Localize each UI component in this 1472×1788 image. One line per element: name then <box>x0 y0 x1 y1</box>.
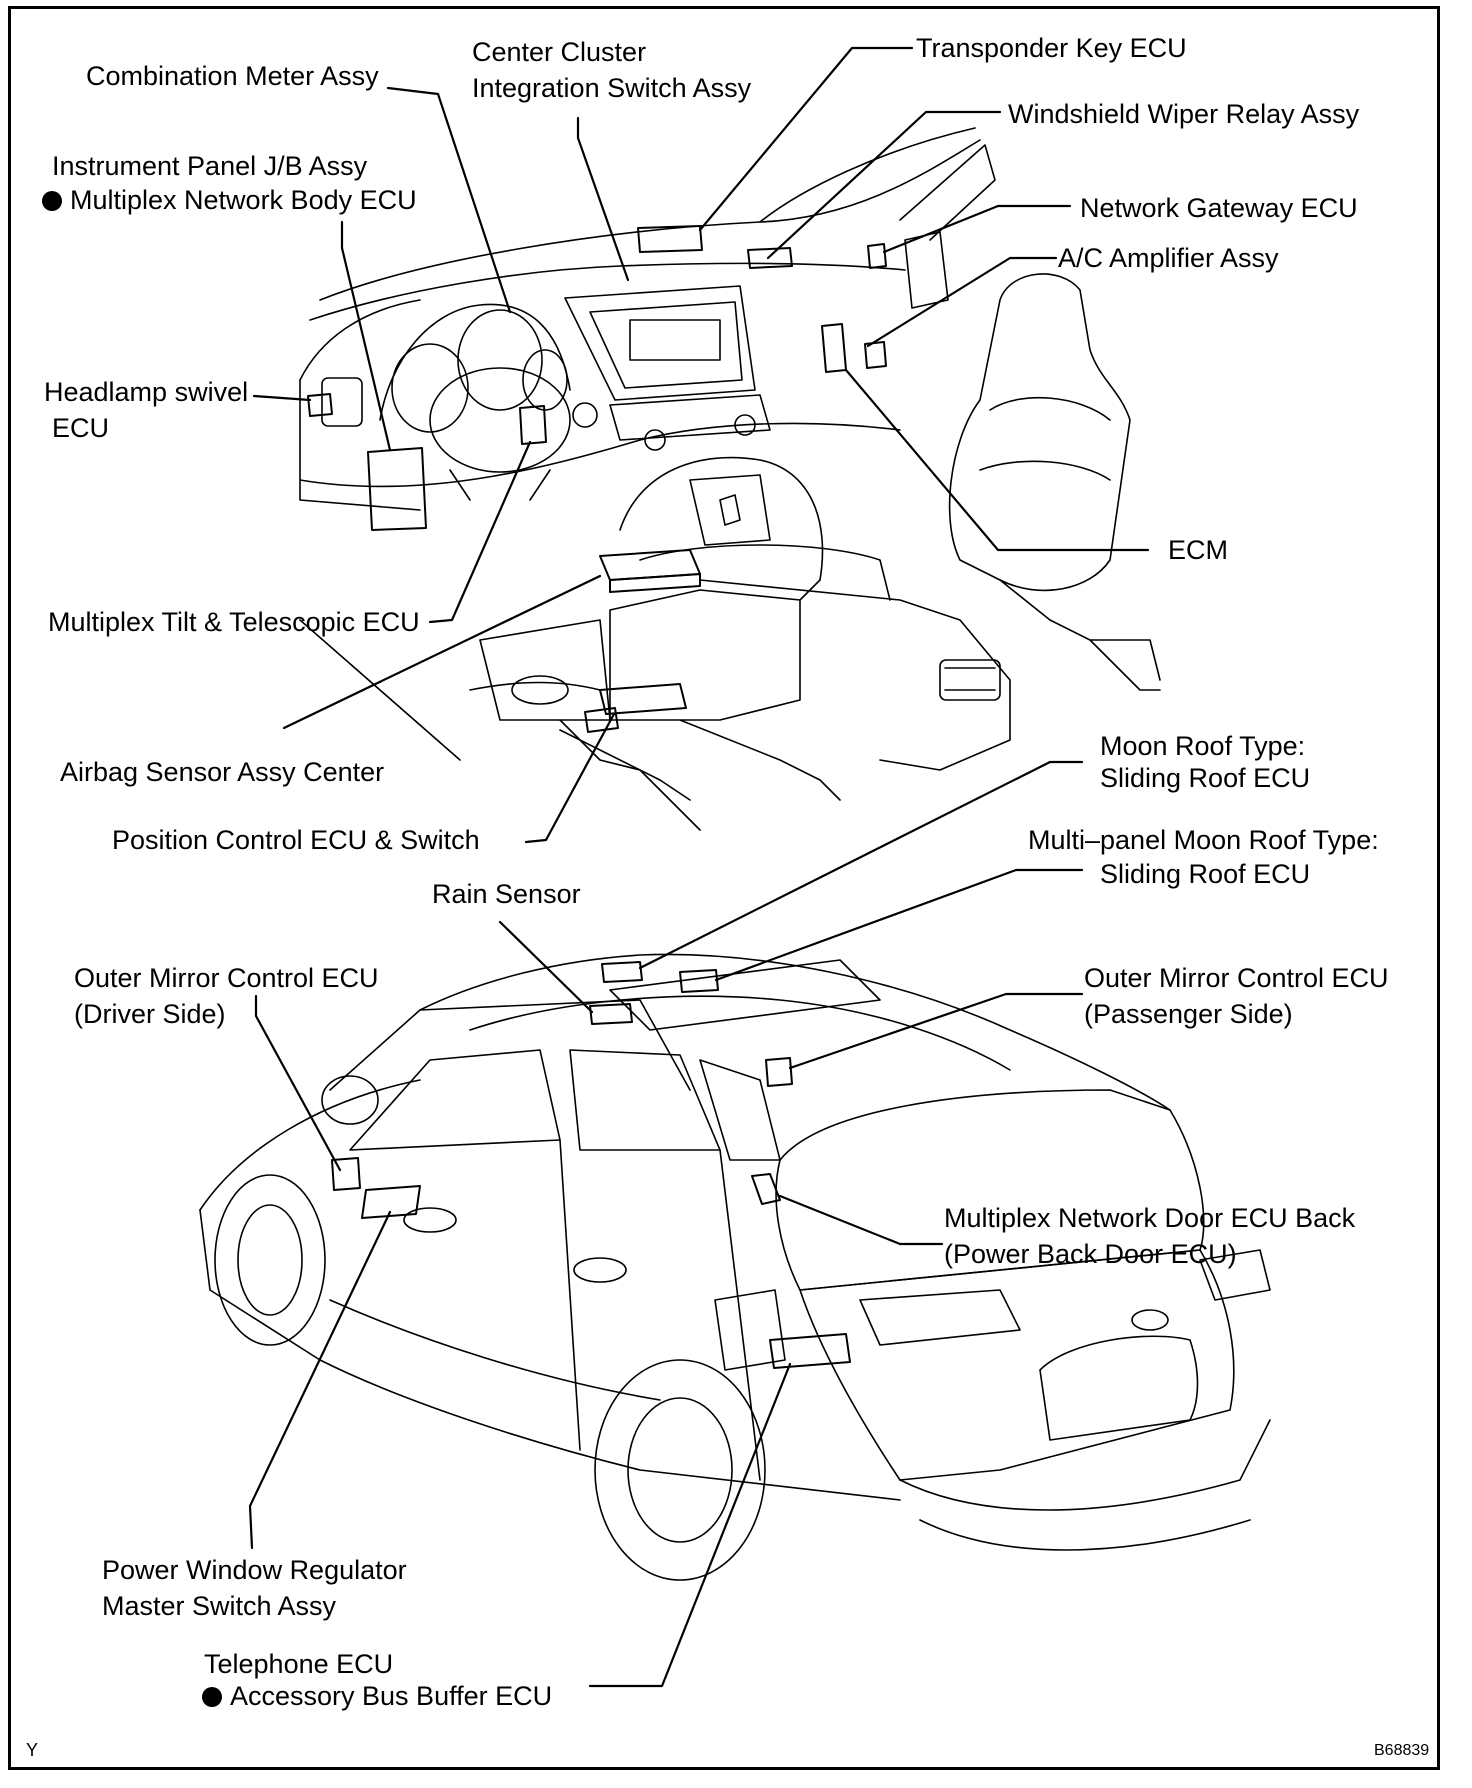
label-multiplex-network-body: Multiplex Network Body ECU <box>42 182 417 218</box>
figure-code: B68839 <box>1374 1742 1430 1759</box>
corner-marker: Y <box>26 1740 39 1760</box>
label-outer-mirror-passenger-side: (Passenger Side) <box>1084 999 1293 1029</box>
label-outer-mirror-driver: Outer Mirror Control ECU <box>74 963 379 993</box>
label-ecm: ECM <box>1168 535 1228 565</box>
label-integration-switch: Integration Switch Assy <box>472 73 752 103</box>
label-combination-meter: Combination Meter Assy <box>86 61 379 91</box>
label-instrument-panel-jb: Instrument Panel J/B Assy <box>52 151 368 181</box>
interior-drawing <box>299 127 1161 831</box>
label-moon-roof-type: Moon Roof Type: <box>1100 731 1306 761</box>
component-boxes <box>307 225 887 1369</box>
label-outer-mirror-passenger: Outer Mirror Control ECU <box>1084 963 1389 993</box>
label-ac-amplifier: A/C Amplifier Assy <box>1058 243 1279 273</box>
label-multipanel-sliding: Sliding Roof ECU <box>1100 859 1311 889</box>
leader-lines <box>248 46 1150 1688</box>
label-rain-sensor: Rain Sensor <box>432 879 581 909</box>
label-power-window-regulator: Power Window Regulator <box>102 1555 407 1585</box>
label-position-control: Position Control ECU & Switch <box>112 825 480 855</box>
label-accessory-bus-buffer-text: Accessory Bus Buffer ECU <box>230 1681 553 1711</box>
label-tilt-telescopic: Multiplex Tilt & Telescopic ECU <box>48 607 420 637</box>
label-accessory-bus-buffer: Accessory Bus Buffer ECU <box>202 1678 552 1714</box>
label-moon-roof-sliding: Sliding Roof ECU <box>1100 763 1311 793</box>
label-telephone-ecu: Telephone ECU <box>204 1649 394 1679</box>
label-headlamp-swivel-ecu: ECU <box>52 413 110 443</box>
label-network-gateway: Network Gateway ECU <box>1080 193 1358 223</box>
bullet-icon <box>42 191 62 211</box>
diagram-frame <box>8 6 1440 1770</box>
label-multiplex-network-body-text: Multiplex Network Body ECU <box>70 185 417 215</box>
label-headlamp-swivel: Headlamp swivel <box>44 377 249 407</box>
bullet-icon <box>202 1687 222 1707</box>
label-center-cluster: Center Cluster <box>472 37 647 67</box>
label-outer-mirror-driver-side: (Driver Side) <box>74 999 226 1029</box>
label-airbag-sensor: Airbag Sensor Assy Center <box>60 757 385 787</box>
label-multipanel-type: Multi–panel Moon Roof Type: <box>1028 825 1379 855</box>
label-power-back-door: (Power Back Door ECU) <box>944 1239 1237 1269</box>
car-drawing <box>199 953 1271 1581</box>
label-master-switch: Master Switch Assy <box>102 1591 337 1621</box>
label-transponder-key: Transponder Key ECU <box>916 33 1187 63</box>
label-windshield-wiper: Windshield Wiper Relay Assy <box>1008 99 1360 129</box>
label-door-ecu-back: Multiplex Network Door ECU Back <box>944 1203 1356 1233</box>
